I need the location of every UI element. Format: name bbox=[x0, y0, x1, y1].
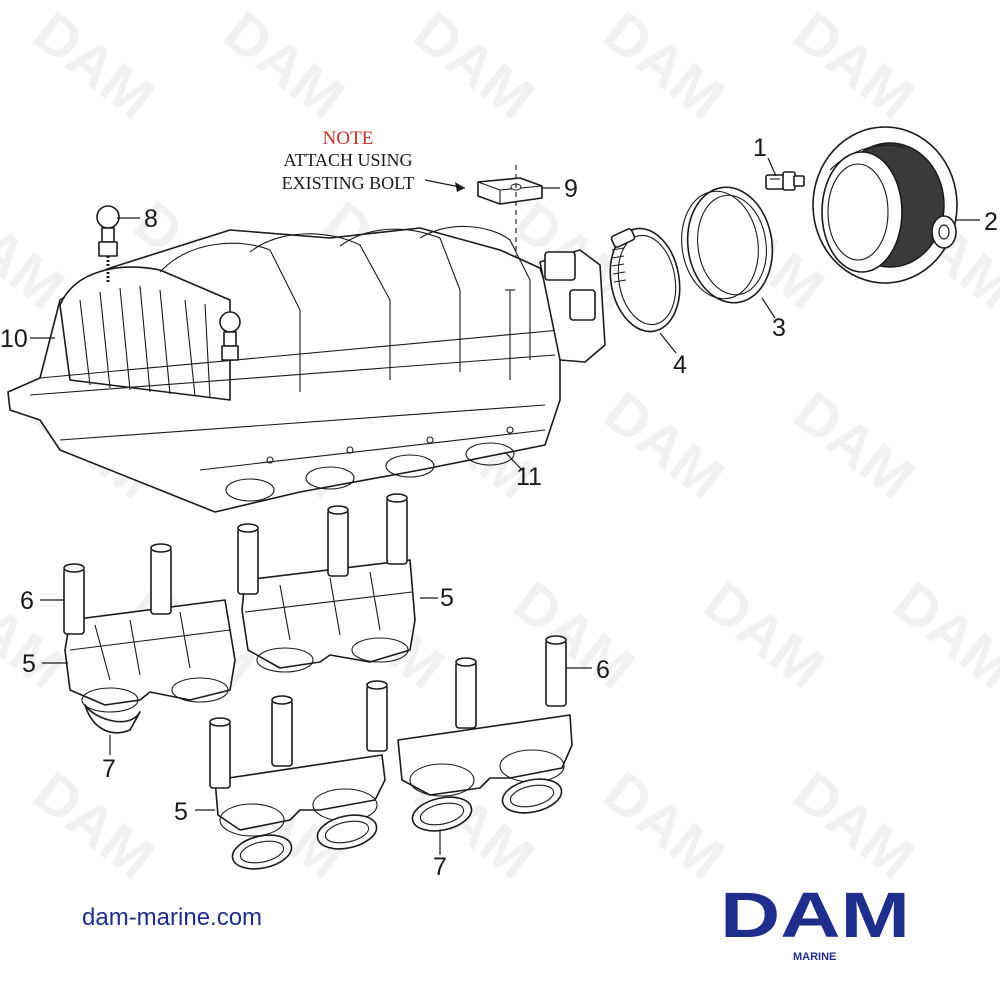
watermark: DAM bbox=[592, 759, 736, 892]
callout-6: 6 bbox=[20, 587, 34, 615]
runner-housing-top-left bbox=[64, 599, 236, 734]
intake-manifold-drawing bbox=[7, 225, 606, 513]
watermark: DAM bbox=[22, 0, 166, 132]
website-link[interactable]: dam-marine.com bbox=[82, 904, 262, 931]
logo-subtitle: MARINE bbox=[793, 951, 836, 963]
stud-set bbox=[63, 493, 567, 789]
callout-5: 5 bbox=[174, 798, 188, 826]
watermark: DAM bbox=[782, 0, 926, 132]
watermark: DAM bbox=[402, 0, 546, 132]
callout-5: 5 bbox=[440, 584, 454, 612]
note-block: NOTE ATTACH USING EXISTING BOLT bbox=[282, 128, 415, 193]
stud-drawing bbox=[96, 205, 120, 284]
gasket-set bbox=[231, 778, 563, 870]
watermark: DAM bbox=[782, 379, 926, 512]
sensor-drawing bbox=[765, 171, 805, 191]
watermark: DAM bbox=[22, 759, 166, 892]
callout-3: 3 bbox=[772, 314, 786, 342]
callout-7: 7 bbox=[102, 755, 116, 783]
leader-lines bbox=[30, 157, 980, 855]
watermark: DAM bbox=[502, 569, 646, 702]
watermark: DAM bbox=[592, 379, 736, 512]
callout-7: 7 bbox=[433, 853, 447, 881]
callout-4: 4 bbox=[673, 351, 687, 379]
callout-6: 6 bbox=[596, 656, 610, 684]
watermark: DAM bbox=[782, 759, 926, 892]
logo-wordmark: DAM bbox=[720, 879, 910, 951]
note-line-1: ATTACH USING bbox=[283, 150, 412, 170]
callout-labels: 1 2 3 4 5 5 5 6 6 7 7 8 9 10 11 bbox=[0, 134, 998, 881]
watermark: DAM bbox=[212, 0, 356, 132]
note-line-2: EXISTING BOLT bbox=[282, 173, 415, 193]
callout-10: 10 bbox=[0, 325, 28, 353]
coupler-sleeve-drawing bbox=[681, 186, 774, 304]
watermark: DAM bbox=[592, 0, 736, 132]
callout-1: 1 bbox=[753, 134, 767, 162]
watermark: DAM bbox=[882, 569, 1000, 702]
callout-8: 8 bbox=[144, 205, 158, 233]
callout-2: 2 bbox=[984, 208, 998, 236]
runner-housing-top-right bbox=[241, 559, 416, 673]
dam-marine-logo: DAM MARINE bbox=[720, 879, 910, 963]
note-title: NOTE bbox=[323, 128, 374, 149]
watermark: DAM bbox=[692, 569, 836, 702]
bracket-drawing bbox=[477, 165, 543, 265]
runner-housing-bottom-right bbox=[397, 714, 573, 797]
air-intake-housing-drawing bbox=[812, 126, 958, 284]
callout-11: 11 bbox=[516, 463, 542, 491]
callout-9: 9 bbox=[564, 175, 578, 203]
hose-clamp-drawing bbox=[609, 227, 681, 333]
callout-5: 5 bbox=[22, 650, 36, 678]
